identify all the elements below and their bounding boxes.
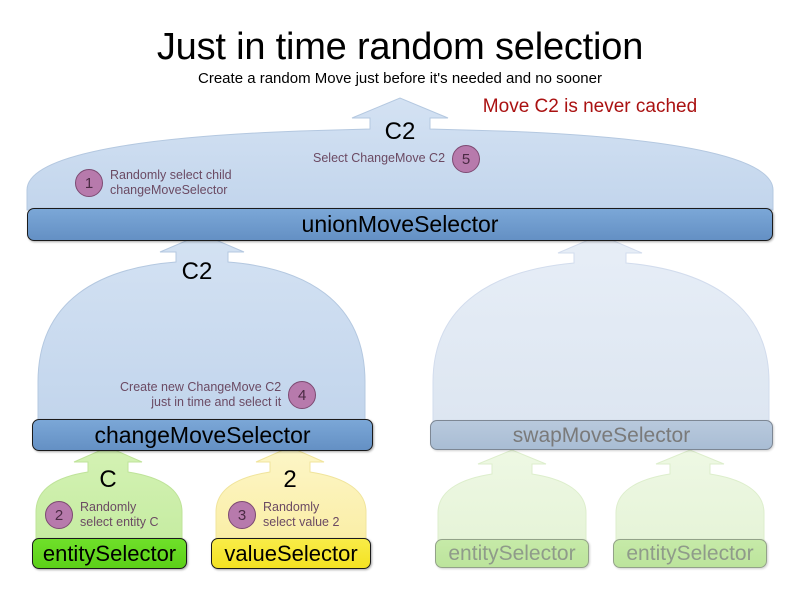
step-text-3: Randomly select value 2 <box>263 500 340 530</box>
step-text-4: Create new ChangeMove C2 just in time an… <box>120 380 282 410</box>
node-entity-selector-swap-1[interactable]: entitySelector <box>435 539 589 568</box>
step-badge-2: 2 <box>45 501 73 530</box>
step-text-1: Randomly select child changeMoveSelector <box>110 168 232 198</box>
step-annotation-2: 2 Randomly select entity C <box>45 500 159 531</box>
step-annotation-3: 3 Randomly select value 2 <box>228 500 339 531</box>
step-text-5: Select ChangeMove C2 <box>313 151 446 166</box>
node-entity-selector-swap-2[interactable]: entitySelector <box>613 539 767 568</box>
step-badge-3: 3 <box>228 501 256 530</box>
never-cached-callout: Move C2 is never cached <box>482 96 698 117</box>
flow-label-entity-c: C <box>99 466 117 493</box>
entity3-output-blob <box>615 449 765 542</box>
node-value-selector[interactable]: valueSelector <box>211 538 371 569</box>
union-output-blob <box>26 97 774 211</box>
step-annotation-1: 1 Randomly select child changeMoveSelect… <box>75 168 232 199</box>
flow-label-value-2: 2 <box>283 466 297 493</box>
step-badge-4: 4 <box>288 381 317 410</box>
node-change-move-selector[interactable]: changeMoveSelector <box>32 419 373 451</box>
flow-label-union-c2: C2 <box>384 118 416 145</box>
page-title: Just in time random selection <box>156 26 644 68</box>
entity2-output-blob <box>437 449 587 542</box>
node-union-move-selector[interactable]: unionMoveSelector <box>27 208 773 241</box>
change-output-blob <box>37 233 366 422</box>
node-entity-selector[interactable]: entitySelector <box>32 538 187 569</box>
step-annotation-4: Create new ChangeMove C2 just in time an… <box>120 380 317 411</box>
page-subtitle: Create a random Move just before it's ne… <box>198 70 602 87</box>
node-swap-move-selector[interactable]: swapMoveSelector <box>430 420 773 450</box>
step-text-2: Randomly select entity C <box>80 500 159 530</box>
step-badge-5: 5 <box>452 145 481 173</box>
swap-output-blob <box>432 234 770 422</box>
flow-label-change-c2: C2 <box>181 258 213 285</box>
step-annotation-5: Select ChangeMove C2 5 <box>313 145 481 173</box>
step-badge-1: 1 <box>75 169 103 198</box>
